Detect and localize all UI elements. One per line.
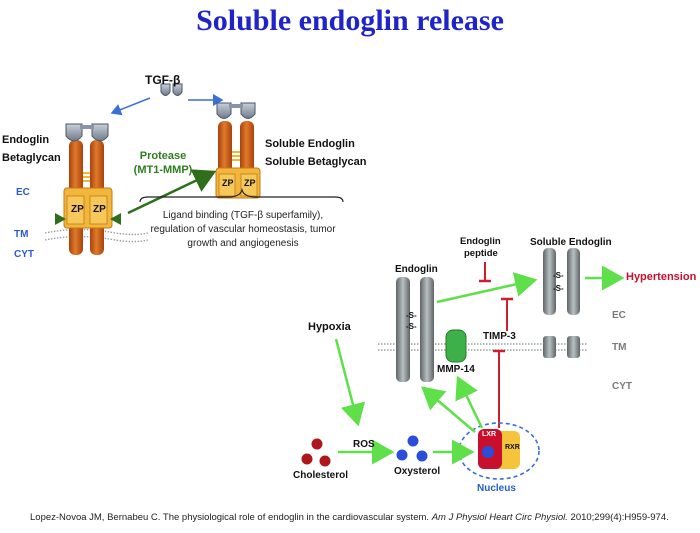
mmp14-icon bbox=[445, 329, 467, 363]
tm-label-top: TM bbox=[14, 229, 29, 240]
cyt-label-bottom: CYT bbox=[612, 381, 632, 392]
soluble-betaglycan-label: Soluble Betaglycan bbox=[265, 156, 367, 168]
soluble-endoglin-receptor-icon bbox=[215, 102, 261, 199]
endoglin-dimer-icon bbox=[396, 277, 434, 382]
nucleus-endoglin-arrow bbox=[421, 386, 476, 433]
zp-label-1: ZP bbox=[71, 204, 84, 215]
disulfide-label-1: -S- bbox=[406, 311, 417, 320]
ligand-binding-text: Ligand binding (TGF-β superfamily), regu… bbox=[150, 210, 336, 249]
protease-cleave-left-icon bbox=[55, 213, 66, 225]
cholesterol-icon bbox=[301, 438, 331, 467]
protease-label-line2: (MT1-MMP) bbox=[133, 164, 193, 176]
soluble-endoglin-label-bottom: Soluble Endoglin bbox=[530, 237, 612, 248]
nucleus-mmp14-arrow bbox=[455, 375, 484, 429]
ec-label-bottom: EC bbox=[612, 310, 626, 321]
hypoxia-arrow bbox=[334, 338, 366, 427]
membrane-top bbox=[44, 228, 149, 243]
membrane-remnant-icon bbox=[543, 336, 580, 358]
zp-label-4: ZP bbox=[244, 178, 256, 188]
protease-label-line1: Protease bbox=[139, 150, 187, 162]
citation-authors: Lopez-Novoa JM, Bernabeu C. The physiolo… bbox=[30, 512, 432, 523]
oxysterol-icon bbox=[396, 435, 428, 462]
citation-reference: 2010;299(4):H959-974. bbox=[567, 512, 669, 523]
lxr-label: LXR bbox=[482, 431, 496, 438]
soluble-endoglin-dimer-icon bbox=[543, 248, 580, 315]
hypertension-label: Hypertension bbox=[626, 271, 697, 283]
protease-cleave-right-icon bbox=[110, 213, 121, 225]
ligand-brace bbox=[139, 187, 344, 203]
ec-label-top: EC bbox=[16, 187, 30, 198]
ros-label: ROS bbox=[353, 439, 375, 450]
page-title: Soluble endoglin release bbox=[196, 4, 504, 37]
tm-label-bottom: TM bbox=[612, 342, 627, 353]
cyt-label-top: CYT bbox=[14, 249, 34, 260]
soluble-endoglin-label-top: Soluble Endoglin bbox=[265, 138, 355, 150]
disulfide-label-3: -S- bbox=[553, 271, 564, 280]
endoglin-receptor-icon bbox=[63, 123, 113, 255]
disulfide-label-4: -S- bbox=[553, 284, 564, 293]
timp3-label: TIMP-3 bbox=[483, 331, 516, 342]
mmp14-label: MMP-14 bbox=[437, 364, 475, 375]
zp-label-2: ZP bbox=[93, 204, 106, 215]
betaglycan-label: Betaglycan bbox=[2, 152, 61, 164]
oxysterol-label: Oxysterol bbox=[394, 466, 441, 477]
endoglin-peptide-label-line1: Endoglin bbox=[460, 236, 501, 247]
tgf-beta-icon bbox=[160, 83, 183, 96]
tgf-beta-label: TGF-β bbox=[145, 73, 181, 87]
endoglin-peptide-label-line2: peptide bbox=[464, 248, 498, 259]
nucleus-label: Nucleus bbox=[477, 483, 516, 494]
citation-caption: Lopez-Novoa JM, Bernabeu C. The physiolo… bbox=[30, 512, 669, 523]
citation-journal: Am J Physiol Heart Circ Physiol. bbox=[431, 512, 568, 523]
cholesterol-label: Cholesterol bbox=[293, 470, 349, 481]
hypoxia-label: Hypoxia bbox=[308, 321, 351, 333]
protease-arrow bbox=[127, 169, 217, 215]
tgf-arrow-left bbox=[110, 97, 151, 116]
endoglin-label: Endoglin bbox=[2, 134, 50, 146]
rxr-label: RXR bbox=[505, 444, 520, 451]
disulfide-label-2: -S- bbox=[406, 322, 417, 331]
endoglin-label-bottom: Endoglin bbox=[395, 264, 438, 275]
oxysterol-bound-icon bbox=[482, 446, 494, 458]
zp-label-3: ZP bbox=[222, 178, 234, 188]
release-arrow bbox=[436, 272, 538, 304]
